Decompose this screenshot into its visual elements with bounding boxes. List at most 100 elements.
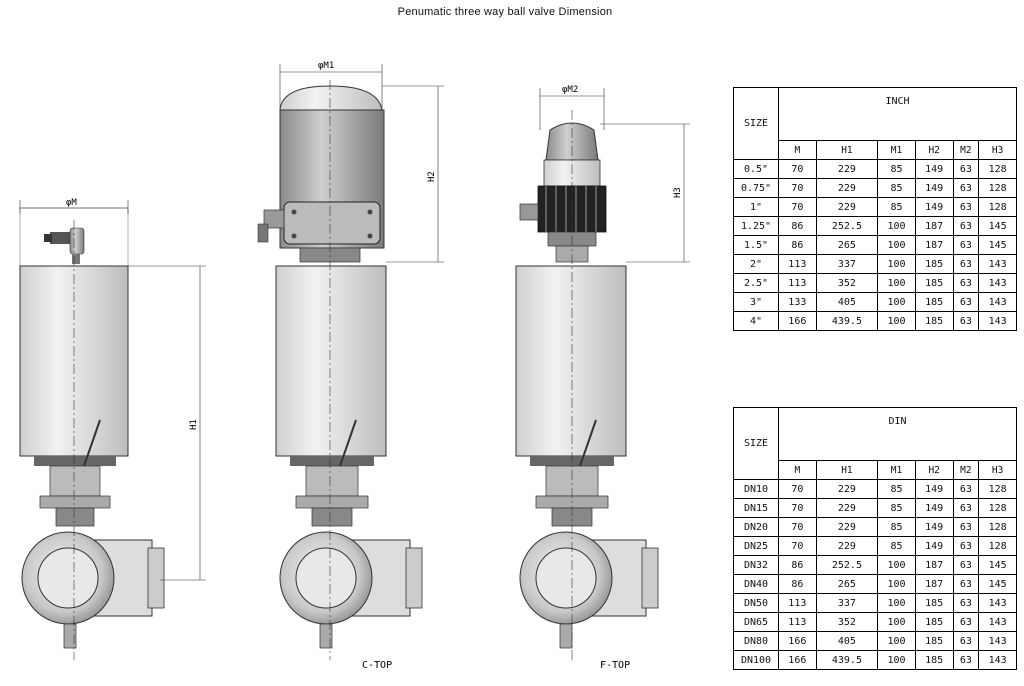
group-header: DIN bbox=[778, 407, 1017, 461]
value-cell: 185 bbox=[914, 593, 954, 613]
size-cell: DN65 bbox=[733, 612, 779, 632]
value-cell: 63 bbox=[952, 479, 980, 499]
value-cell: 100 bbox=[877, 650, 916, 670]
dim-label-phi-m2: φM2 bbox=[562, 85, 578, 95]
view-label-f-top: F-TOP bbox=[600, 660, 630, 671]
value-cell: 85 bbox=[877, 479, 916, 499]
value-cell: 405 bbox=[815, 631, 879, 651]
dim-label-phi-m1: φM1 bbox=[318, 61, 334, 71]
value-cell: 149 bbox=[914, 498, 954, 518]
size-cell: 3" bbox=[733, 292, 779, 312]
value-cell: 337 bbox=[815, 254, 879, 274]
value-cell: 70 bbox=[778, 159, 817, 179]
column-header: H2 bbox=[914, 140, 954, 160]
size-cell: DN10 bbox=[733, 479, 779, 499]
value-cell: 128 bbox=[978, 197, 1017, 217]
terminal-box bbox=[283, 201, 381, 245]
value-cell: 352 bbox=[815, 273, 879, 293]
value-cell: 143 bbox=[978, 650, 1017, 670]
value-cell: 63 bbox=[952, 216, 980, 236]
value-cell: 252.5 bbox=[815, 216, 879, 236]
dim-label-phi-m: φM bbox=[66, 198, 77, 208]
size-cell: DN40 bbox=[733, 574, 779, 594]
value-cell: 63 bbox=[952, 498, 980, 518]
value-cell: 128 bbox=[978, 178, 1017, 198]
value-cell: 265 bbox=[815, 574, 879, 594]
value-cell: 229 bbox=[815, 517, 879, 537]
column-header: H3 bbox=[978, 140, 1017, 160]
value-cell: 63 bbox=[952, 159, 980, 179]
size-header: SIZE bbox=[733, 87, 779, 160]
size-cell: 0.75" bbox=[733, 178, 779, 198]
value-cell: 63 bbox=[952, 273, 980, 293]
size-cell: 4" bbox=[733, 311, 779, 331]
value-cell: 252.5 bbox=[815, 555, 879, 575]
value-cell: 145 bbox=[978, 216, 1017, 236]
value-cell: 149 bbox=[914, 479, 954, 499]
size-cell: 2.5" bbox=[733, 273, 779, 293]
value-cell: 100 bbox=[877, 216, 916, 236]
value-cell: 185 bbox=[914, 311, 954, 331]
value-cell: 86 bbox=[778, 574, 817, 594]
value-cell: 166 bbox=[778, 311, 817, 331]
value-cell: 185 bbox=[914, 292, 954, 312]
value-cell: 70 bbox=[778, 178, 817, 198]
page-title: Penumatic three way ball valve Dimension bbox=[397, 6, 613, 18]
value-cell: 113 bbox=[778, 612, 817, 632]
value-cell: 113 bbox=[778, 273, 817, 293]
value-cell: 229 bbox=[815, 178, 879, 198]
value-cell: 128 bbox=[978, 536, 1017, 556]
value-cell: 143 bbox=[978, 311, 1017, 331]
size-cell: DN100 bbox=[733, 650, 779, 670]
air-fitting-icon bbox=[44, 227, 85, 264]
value-cell: 185 bbox=[914, 273, 954, 293]
value-cell: 63 bbox=[952, 650, 980, 670]
value-cell: 63 bbox=[952, 254, 980, 274]
value-cell: 143 bbox=[978, 273, 1017, 293]
value-cell: 85 bbox=[877, 498, 916, 518]
value-cell: 145 bbox=[978, 235, 1017, 255]
actuator-cylinder bbox=[515, 265, 627, 457]
valve-view-f-top: φM2 H3 F-TOP bbox=[515, 85, 690, 671]
dim-label-h2: H2 bbox=[427, 171, 437, 182]
value-cell: 100 bbox=[877, 292, 916, 312]
value-cell: 63 bbox=[952, 536, 980, 556]
value-cell: 229 bbox=[815, 197, 879, 217]
value-cell: 128 bbox=[978, 159, 1017, 179]
value-cell: 100 bbox=[877, 273, 916, 293]
value-cell: 70 bbox=[778, 536, 817, 556]
value-cell: 187 bbox=[914, 216, 954, 236]
value-cell: 63 bbox=[952, 311, 980, 331]
column-header: H1 bbox=[815, 140, 879, 160]
value-cell: 145 bbox=[978, 555, 1017, 575]
value-cell: 85 bbox=[877, 178, 916, 198]
value-cell: 187 bbox=[914, 574, 954, 594]
value-cell: 100 bbox=[877, 254, 916, 274]
value-cell: 63 bbox=[952, 631, 980, 651]
value-cell: 85 bbox=[877, 159, 916, 179]
size-cell: DN80 bbox=[733, 631, 779, 651]
value-cell: 166 bbox=[778, 631, 817, 651]
size-cell: DN20 bbox=[733, 517, 779, 537]
value-cell: 100 bbox=[877, 612, 916, 632]
value-cell: 85 bbox=[877, 536, 916, 556]
value-cell: 63 bbox=[952, 292, 980, 312]
value-cell: 405 bbox=[815, 292, 879, 312]
size-cell: 2" bbox=[733, 254, 779, 274]
dim-label-h1: H1 bbox=[189, 419, 199, 430]
value-cell: 149 bbox=[914, 178, 954, 198]
value-cell: 85 bbox=[877, 197, 916, 217]
value-cell: 145 bbox=[978, 574, 1017, 594]
value-cell: 166 bbox=[778, 650, 817, 670]
value-cell: 185 bbox=[914, 631, 954, 651]
column-header: M2 bbox=[952, 140, 980, 160]
